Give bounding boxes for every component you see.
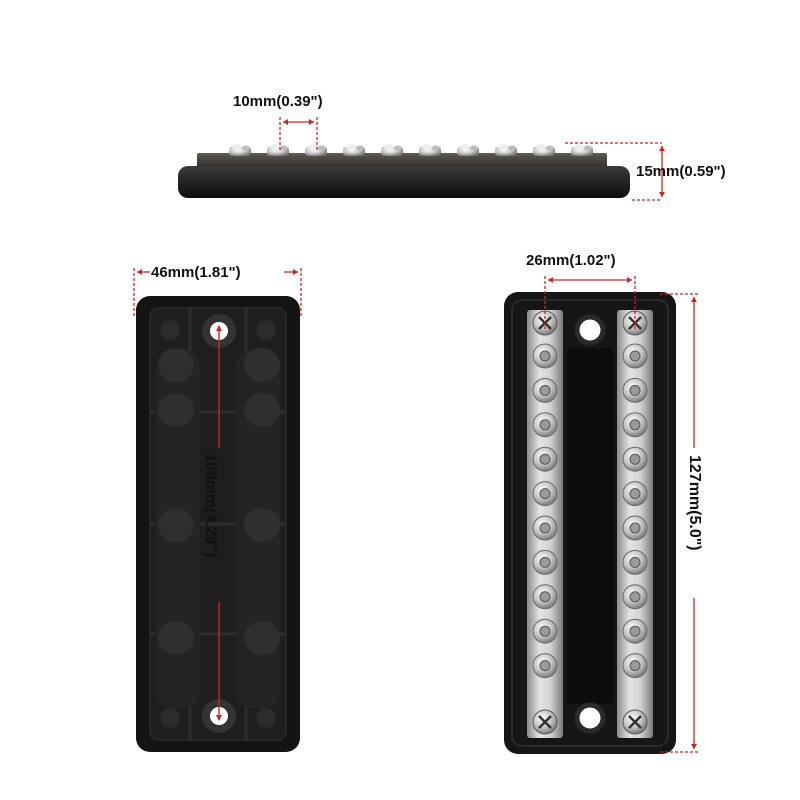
back-pad bbox=[244, 348, 280, 382]
profile-stud bbox=[495, 144, 517, 156]
front-view bbox=[504, 276, 698, 754]
terminal-stud bbox=[622, 481, 648, 507]
end-post-screw bbox=[532, 709, 558, 735]
front-top-mount-hole bbox=[574, 314, 606, 346]
back-pad bbox=[158, 621, 194, 655]
terminal-stud bbox=[532, 412, 558, 438]
profile-metal-strip bbox=[197, 153, 607, 169]
back-view bbox=[133, 268, 302, 752]
terminal-stud bbox=[622, 584, 648, 610]
overall-length-label: 127mm(5.0") bbox=[686, 455, 703, 551]
profile-stud bbox=[419, 144, 441, 156]
post-spacing-dimension bbox=[544, 276, 636, 330]
terminal-stud bbox=[532, 343, 558, 369]
terminal-stud bbox=[622, 549, 648, 575]
back-pad bbox=[158, 348, 194, 382]
back-pad bbox=[244, 621, 280, 655]
side-profile-view bbox=[178, 117, 665, 201]
back-pad bbox=[158, 508, 194, 542]
front-terminals bbox=[532, 310, 648, 735]
terminal-stud bbox=[532, 653, 558, 679]
terminal-stud bbox=[622, 343, 648, 369]
terminal-stud bbox=[532, 618, 558, 644]
length-dimension bbox=[660, 293, 698, 753]
terminal-stud bbox=[622, 653, 648, 679]
base-width-label: 46mm(1.81") bbox=[151, 264, 241, 281]
back-pads bbox=[158, 348, 280, 655]
terminal-stud bbox=[622, 446, 648, 472]
terminal-stud bbox=[532, 515, 558, 541]
back-pad bbox=[244, 508, 280, 542]
profile-stud bbox=[533, 144, 555, 156]
width-dimension bbox=[133, 268, 302, 316]
terminal-stud bbox=[622, 515, 648, 541]
profile-stud bbox=[267, 144, 289, 156]
profile-studs bbox=[229, 144, 593, 156]
profile-stud bbox=[343, 144, 365, 156]
profile-stud bbox=[305, 144, 327, 156]
front-bottom-mount-hole bbox=[574, 702, 606, 734]
profile-height-dimension bbox=[565, 142, 665, 201]
back-pad bbox=[244, 393, 280, 427]
terminal-stud bbox=[622, 618, 648, 644]
profile-stud bbox=[457, 144, 479, 156]
back-pad bbox=[158, 393, 194, 427]
stud-spacing-label: 10mm(0.39") bbox=[233, 93, 323, 110]
end-post-screw bbox=[622, 709, 648, 735]
profile-stud bbox=[381, 144, 403, 156]
terminal-stud bbox=[532, 377, 558, 403]
profile-stud bbox=[571, 144, 593, 156]
hole-spacing-dimension bbox=[216, 325, 222, 721]
terminal-stud bbox=[622, 412, 648, 438]
back-corner-holes bbox=[160, 320, 276, 728]
post-spacing-label: 26mm(1.02") bbox=[526, 252, 616, 269]
profile-base bbox=[178, 166, 630, 198]
terminal-stud bbox=[532, 446, 558, 472]
terminal-stud bbox=[532, 584, 558, 610]
mounting-hole-spacing-label: 109mm(4.29") bbox=[202, 453, 219, 558]
terminal-stud bbox=[532, 481, 558, 507]
terminal-stud bbox=[532, 549, 558, 575]
stud-spacing-dimension bbox=[279, 117, 318, 150]
terminal-stud bbox=[622, 377, 648, 403]
profile-height-label: 15mm(0.59") bbox=[636, 163, 726, 180]
front-center-divider bbox=[567, 348, 613, 704]
front-body-edge bbox=[511, 299, 669, 747]
profile-stud bbox=[229, 144, 251, 156]
